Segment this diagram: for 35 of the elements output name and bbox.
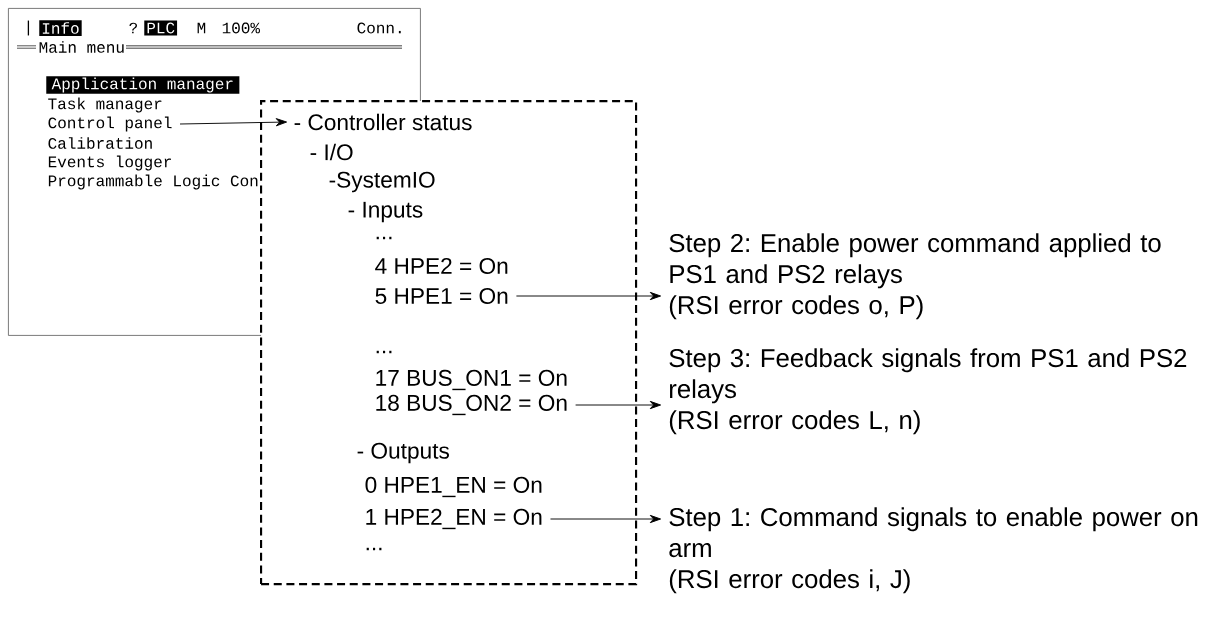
menu-item: Control panel: [48, 116, 172, 132]
arrow: [550, 514, 662, 524]
menu-item: Calibration: [48, 137, 152, 149]
tree-item: 5 HPE1 = On: [375, 288, 508, 305]
status-text: Conn.: [357, 22, 401, 34]
tree-item: ...: [366, 547, 382, 551]
menu-item: Events logger: [48, 155, 171, 171]
tree-item: - Outputs: [357, 442, 449, 464]
menu-item: Application manager: [46, 76, 240, 94]
status-text: Info: [39, 20, 82, 36]
status-text: M: [197, 22, 206, 34]
tree-item: - Inputs: [348, 201, 423, 223]
arrow: [515, 291, 662, 301]
arrow: [179, 118, 288, 127]
arrow: [575, 400, 662, 410]
tree-item: ...: [376, 236, 392, 240]
status-text: |: [27, 20, 30, 36]
step-note: Step 3: Feedback signals from PS1 and PS2 relays (RSI error codes L, n): [669, 348, 1187, 435]
status-text: ?: [129, 22, 137, 34]
tree-item: 0 HPE1_EN = On: [365, 476, 542, 498]
menu-item: Task manager: [48, 97, 162, 113]
tree-item: - Controller status: [294, 113, 472, 131]
tree-item: 17 BUS_ON1 = On: [376, 369, 567, 391]
step-note: Step 2: Enable power command applied to PS1 and PS2 relays (RSI error codes o, P): [669, 233, 1161, 320]
tree-item: 4 HPE2 = On: [375, 258, 508, 275]
menu-item: Programmable Logic Con: [48, 174, 258, 190]
tree-item: -SystemIO: [329, 171, 435, 193]
tree-item: 18 BUS_ON2 = On: [376, 394, 567, 416]
tree-item: 1 HPE2_EN = On: [366, 508, 542, 530]
tree-item: ...: [376, 350, 392, 354]
status-text: PLC: [144, 20, 178, 36]
status-text: 100%: [222, 22, 260, 34]
step-note: Step 1: Command signals to enable power on arm (RSI error codes i, J): [669, 507, 1198, 594]
tree-item: - I/O: [310, 143, 353, 161]
dashed-box: [260, 100, 638, 586]
